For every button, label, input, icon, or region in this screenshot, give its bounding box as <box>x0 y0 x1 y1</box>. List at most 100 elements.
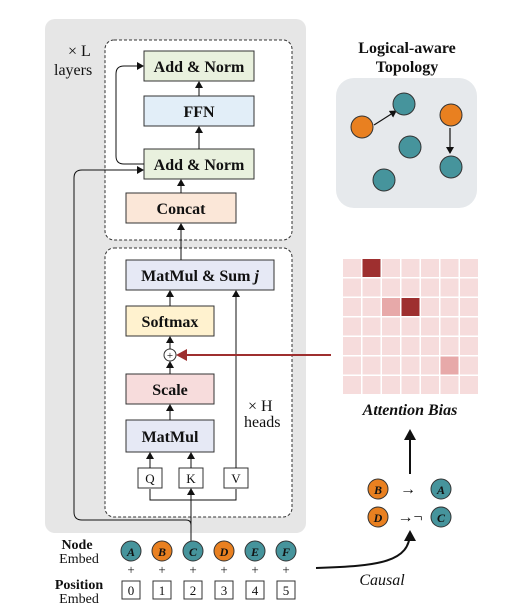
node-embed-c <box>182 540 204 562</box>
node-embed-label-1: Node <box>61 538 92 553</box>
position-box-4 <box>245 580 265 600</box>
node-embed-letter-a: A <box>126 545 135 559</box>
causal-node-b <box>367 478 389 500</box>
bias-cell-r5-c0 <box>343 356 361 375</box>
bias-cell-r5-c1 <box>362 356 381 375</box>
attention-bias-grid <box>343 259 478 394</box>
embed-plus-4: + <box>251 562 258 577</box>
node-embed-letter-e: E <box>250 545 259 559</box>
bias-cell-r3-c6 <box>460 317 478 336</box>
embed-plus-5: + <box>282 562 289 577</box>
position-embed-label-1: Position <box>55 578 103 593</box>
causal-node-d-letter: D <box>373 511 383 525</box>
position-box-5 <box>276 580 296 600</box>
v-label: V <box>231 471 241 486</box>
layers-multiplier: × L <box>68 43 91 60</box>
bias-cell-r4-c2 <box>382 337 400 355</box>
add-norm-top-box <box>143 50 255 82</box>
bias-cell-r2-c2 <box>382 298 400 316</box>
bias-cell-r1-c3 <box>401 278 420 297</box>
softmax-label: Softmax <box>142 314 199 331</box>
causal-arrow-1: → <box>400 481 416 498</box>
embed-plus-3: + <box>220 562 227 577</box>
bias-cell-r2-c6 <box>460 298 478 316</box>
causal-node-a-letter: A <box>436 483 445 497</box>
bias-add-symbol: + <box>167 350 173 362</box>
causal-label: Causal <box>359 572 405 589</box>
bias-cell-r3-c3 <box>401 317 420 336</box>
encoder-arrows <box>73 62 240 545</box>
position-embed-3: 3 <box>221 583 228 598</box>
position-embed-4: 4 <box>252 583 259 598</box>
node-embed-d <box>213 540 235 562</box>
bias-cell-r4-c6 <box>460 337 478 355</box>
bias-cell-r0-c3 <box>401 259 420 277</box>
bias-cell-r6-c0 <box>343 376 361 394</box>
topology-node-teal-2 <box>398 135 422 159</box>
position-embed-0: 0 <box>128 583 135 598</box>
topology-node-teal-4 <box>372 168 396 192</box>
bias-cell-r1-c4 <box>421 278 439 297</box>
heads-label: heads <box>244 414 280 431</box>
bias-cell-r2-c3 <box>401 298 420 316</box>
bias-cell-r3-c0 <box>343 317 361 336</box>
topology-graph <box>350 92 463 192</box>
bias-cell-r0-c2 <box>382 259 400 277</box>
position-embed-5: 5 <box>283 583 290 598</box>
bias-cell-r3-c5 <box>440 317 459 336</box>
matmul-label: MatMul <box>142 429 199 446</box>
bias-cell-r5-c3 <box>401 356 420 375</box>
causal-pair-1: B → A <box>367 478 452 500</box>
bias-cell-r1-c1 <box>362 278 381 297</box>
topology-title-line1: Logical-aware <box>358 40 455 57</box>
causal-node-a <box>430 478 452 500</box>
topology-node-teal-3 <box>439 155 463 179</box>
position-box-3 <box>214 580 234 600</box>
bias-cell-r0-c0 <box>343 259 361 277</box>
ffn-label: FFN <box>183 104 215 121</box>
bias-cell-r6-c4 <box>421 376 439 394</box>
scale-label: Scale <box>152 382 188 399</box>
embed-plus-0: + <box>127 562 134 577</box>
bias-cell-r0-c1 <box>362 259 381 277</box>
matmul-sum-box <box>125 259 275 291</box>
causal-node-c <box>430 506 452 528</box>
bias-cell-r5-c2 <box>382 356 400 375</box>
node-embed-letter-c: C <box>189 545 198 559</box>
bias-cell-r2-c5 <box>440 298 459 316</box>
position-embed-2: 2 <box>190 583 197 598</box>
add-norm-mid-label: Add & Norm <box>154 157 245 174</box>
bias-cell-r2-c1 <box>362 298 381 316</box>
causal-curve-arrow <box>315 530 416 569</box>
bias-cell-r5-c4 <box>421 356 439 375</box>
bias-cell-r6-c6 <box>460 376 478 394</box>
matmul-box <box>125 419 215 453</box>
bias-cell-r2-c0 <box>343 298 361 316</box>
node-embed-b <box>151 540 173 562</box>
node-embed-e <box>244 540 266 562</box>
position-embed-1: 1 <box>159 583 166 598</box>
bias-cell-r3-c4 <box>421 317 439 336</box>
bias-cell-r0-c6 <box>460 259 478 277</box>
causal-node-b-letter: B <box>373 483 382 497</box>
add-norm-top-label: Add & Norm <box>154 59 245 76</box>
bias-cell-r1-c2 <box>382 278 400 297</box>
node-embed-letter-f: F <box>281 545 290 559</box>
causal-pair-2: D →¬ C <box>367 506 452 528</box>
node-embed-letter-b: B <box>157 545 166 559</box>
bias-cell-r4-c4 <box>421 337 439 355</box>
bias-cell-r4-c1 <box>362 337 381 355</box>
topology-node-teal-1 <box>392 92 416 116</box>
causal-node-d <box>367 506 389 528</box>
node-embed-label-2: Embed <box>59 552 99 567</box>
bias-cell-r4-c0 <box>343 337 361 355</box>
bias-cell-r4-c5 <box>440 337 459 355</box>
node-embed-a <box>120 540 142 562</box>
embed-plus-2: + <box>189 562 196 577</box>
input-token-row: A+0B+1C+2D+3E+4F+5 <box>120 540 297 600</box>
causal-node-c-letter: C <box>437 511 446 525</box>
bias-cell-r3-c1 <box>362 317 381 336</box>
bias-cell-r5-c6 <box>460 356 478 375</box>
embed-plus-1: + <box>158 562 165 577</box>
